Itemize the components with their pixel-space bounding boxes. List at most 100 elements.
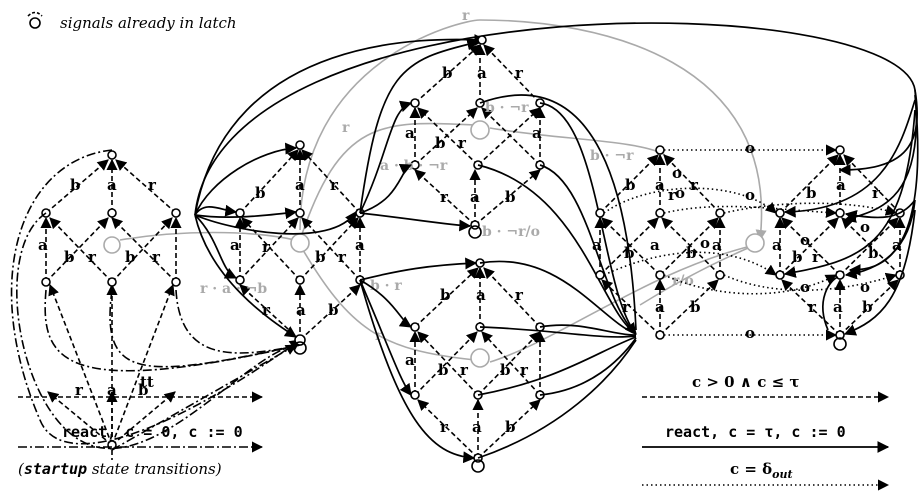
edge-label: a [712,236,722,254]
edge-label: r [262,238,271,256]
edge-label: a [477,64,487,82]
edge-label: b [806,184,817,202]
state-node [290,233,310,253]
edge-label: a [833,298,843,316]
state-node [171,208,181,218]
edge-label: a [355,236,365,254]
edge-label: b [125,248,136,266]
edge-label: r [262,301,271,319]
state-node [775,208,785,218]
edge-label: a [655,298,665,316]
state-node [775,270,785,280]
state-node [295,140,305,150]
edge-label: b [442,64,453,82]
state-node [41,277,51,287]
edge-label: b [690,298,701,316]
edge-label: r [520,361,529,379]
edge-label: b [255,184,266,202]
edge-label: o [860,218,870,236]
edge-label: b [138,381,149,399]
edge-label: b [440,286,451,304]
lattice-bottom: b a r a b r b r r a b r b · r [370,258,546,473]
fanout-middle [359,38,480,464]
edge-label: b [624,244,635,262]
fanout-right [783,99,916,336]
state-node [715,270,725,280]
legend-tt: tt [140,373,154,391]
edge-label: o [745,139,755,157]
edge-label: b [625,176,636,194]
state-node [715,208,725,218]
state-node [410,322,420,332]
edge-label: r [440,188,449,206]
state-node [470,220,480,230]
edge-label: b [862,298,873,316]
edge-label: a [592,236,602,254]
edge-label: r [872,184,881,202]
state-node [655,208,665,218]
edge-label: b [500,361,511,379]
state-node [595,208,605,218]
edge-label: r [808,298,817,316]
edge-label: r [342,120,350,136]
edge-label: a [472,418,482,436]
legend-guard: c > 0 ∧ c ≤ τ [692,373,799,391]
edge-label: b [792,248,803,266]
edge-label: r [338,248,347,266]
edge-label: a [772,236,782,254]
legend-startup: (startup state transitions) [18,460,222,478]
edge-label: r [668,186,677,204]
edge-label: r [515,286,524,304]
lattice-top: b a r a b r a r a b b · ¬r b · ¬r/o r a … [342,8,546,240]
legend-delta: c = δout [730,460,793,481]
state-node [655,330,665,340]
state-node [745,233,765,253]
edge-label: o [860,278,870,296]
edge-label: r [690,176,699,194]
state-node [107,150,117,160]
lattice-right-1: b a r a b a b a r a b b · ¬r r/o o r o o [590,145,726,340]
edge-label: b [505,188,516,206]
state-node [107,277,117,287]
edge-label: b [868,244,879,262]
edge-label: b · ¬r/o [482,224,540,240]
edge-label: o [675,184,685,202]
edge-label: a [470,188,480,206]
edge-label: a [38,236,48,254]
edge-label: o [745,186,755,204]
edge-label: r [812,248,821,266]
edge-label: b [315,248,326,266]
lattice-right-2: b a r a b r b a r a b [745,145,906,351]
legend-left: tt react, c = 0, c := 0 (startup state t… [18,373,264,478]
edge-label: r [75,381,84,399]
state-node [655,145,665,155]
edge-label: a [892,236,902,254]
lattice-2: b a r a r b r a r a b r · a · ¬b [200,140,366,355]
edge-label: r [458,134,467,152]
edge-label: b [505,418,516,436]
edge-label: r · a · ¬b [200,281,267,297]
legend-right: c > 0 ∧ c ≤ τ react, c = τ, c := 0 c = δ… [642,373,890,491]
edge-label: o [672,164,682,182]
edge-label: a [405,351,415,369]
latch-icon [27,11,43,29]
state-node [477,35,487,45]
state-node [470,120,490,140]
edge-label: r [460,361,469,379]
edge-label: a · b · ¬r [380,158,448,174]
edge-label: r [375,328,383,344]
edge-label: r [515,64,524,82]
edge-label: o [800,231,810,249]
state-node [107,208,117,218]
edge-label: a [655,176,665,194]
edge-label: a [107,176,117,194]
state-node [295,275,305,285]
edge-label: b [435,134,446,152]
edge-label: b [328,301,339,319]
state-node [235,208,245,218]
edge-label: a [650,236,660,254]
edge-label: o [700,234,710,252]
edge-label: r [88,248,97,266]
edge-label: a [107,381,117,399]
